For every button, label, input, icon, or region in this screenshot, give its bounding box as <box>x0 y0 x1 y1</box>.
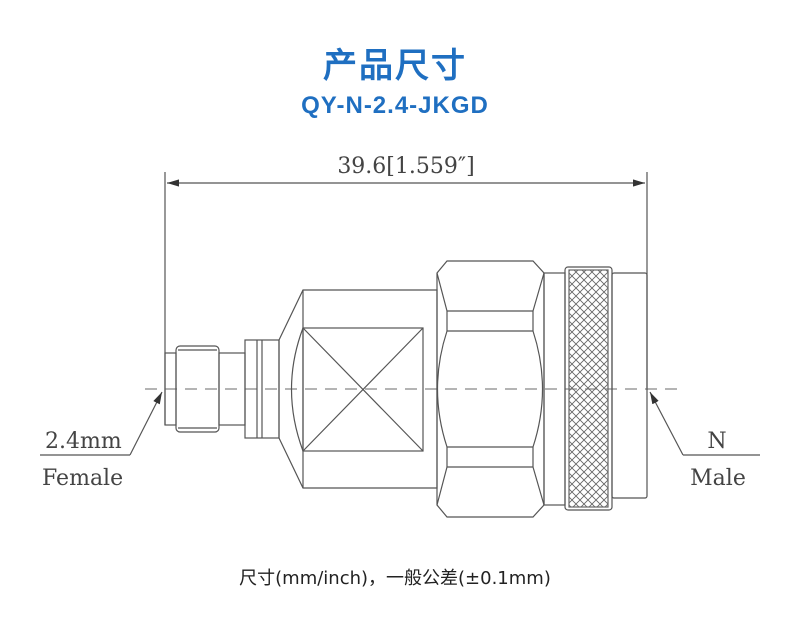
page-title: 产品尺寸 <box>323 46 467 86</box>
model-number: QY-N-2.4-JKGD <box>301 92 489 119</box>
male-end <box>611 272 648 499</box>
overall-length-label: 39.6[1.559″] <box>337 154 474 179</box>
tolerance-note: 尺寸(mm/inch)，一般公差(±0.1mm) <box>239 568 551 589</box>
left-size-label: 2.4mm <box>45 429 122 454</box>
right-gender-label: Male <box>690 466 746 491</box>
wrench-flat <box>302 327 424 452</box>
left-gender-label: Female <box>42 466 123 491</box>
right-size-label: N <box>707 429 726 454</box>
knurl-pattern <box>568 269 609 508</box>
